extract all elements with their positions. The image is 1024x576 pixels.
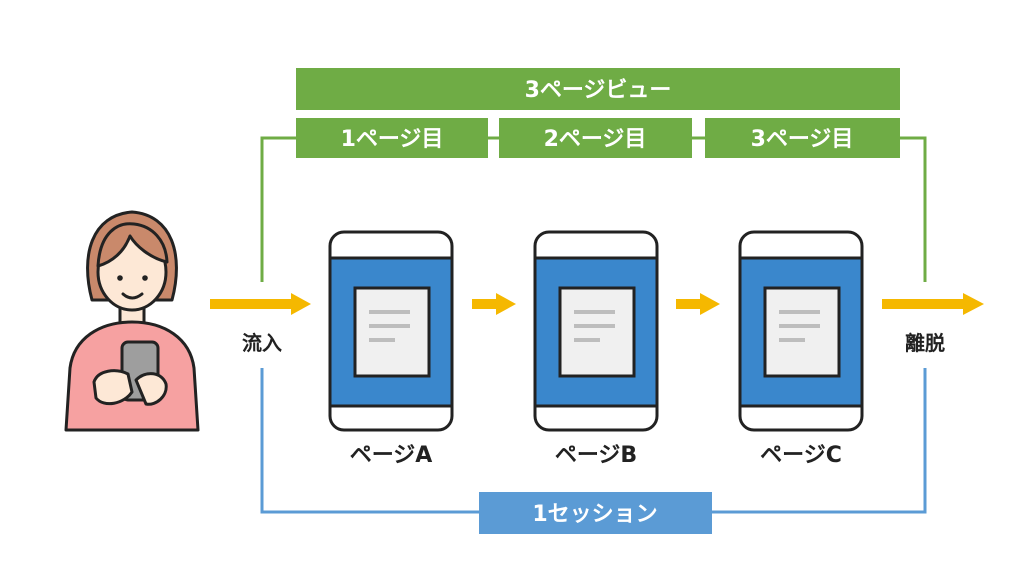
inflow-label: 流入 bbox=[242, 331, 282, 355]
flow-arrows bbox=[210, 293, 984, 315]
session-box bbox=[479, 492, 712, 534]
exit-label: 離脱 bbox=[905, 331, 945, 355]
smartphone-page-a bbox=[328, 230, 454, 432]
arrow-page-b-to-page-c bbox=[676, 293, 720, 315]
session-bracket bbox=[260, 368, 927, 514]
page-count-box-2 bbox=[499, 118, 692, 158]
document-icon bbox=[353, 286, 431, 378]
pageview-total-box bbox=[296, 68, 900, 110]
page-count-box-3 bbox=[705, 118, 900, 158]
page-label-c: ページC bbox=[760, 443, 842, 468]
smartphone-page-c bbox=[738, 230, 864, 432]
document-icon bbox=[763, 286, 841, 378]
document-icon bbox=[558, 286, 636, 378]
user-with-smartphone-illustration bbox=[64, 210, 200, 432]
page-count-label-3: 3ページ目 bbox=[751, 127, 854, 152]
pageview-bracket bbox=[260, 136, 927, 282]
page-count-box-1 bbox=[296, 118, 488, 158]
page-label-a: ページA bbox=[350, 443, 433, 468]
pageview-total-label: 3ページビュー bbox=[525, 78, 672, 103]
page-count-label-2: 2ページ目 bbox=[544, 127, 647, 152]
page-label-b: ページB bbox=[555, 443, 637, 468]
arrow-page-c-to-exit bbox=[882, 293, 984, 315]
smartphone-page-b bbox=[533, 230, 659, 432]
page-count-label-1: 1ページ目 bbox=[341, 127, 444, 152]
arrow-inflow-to-page-a bbox=[210, 293, 311, 315]
session-label: 1セッション bbox=[532, 502, 657, 527]
arrow-page-a-to-page-b bbox=[472, 293, 516, 315]
